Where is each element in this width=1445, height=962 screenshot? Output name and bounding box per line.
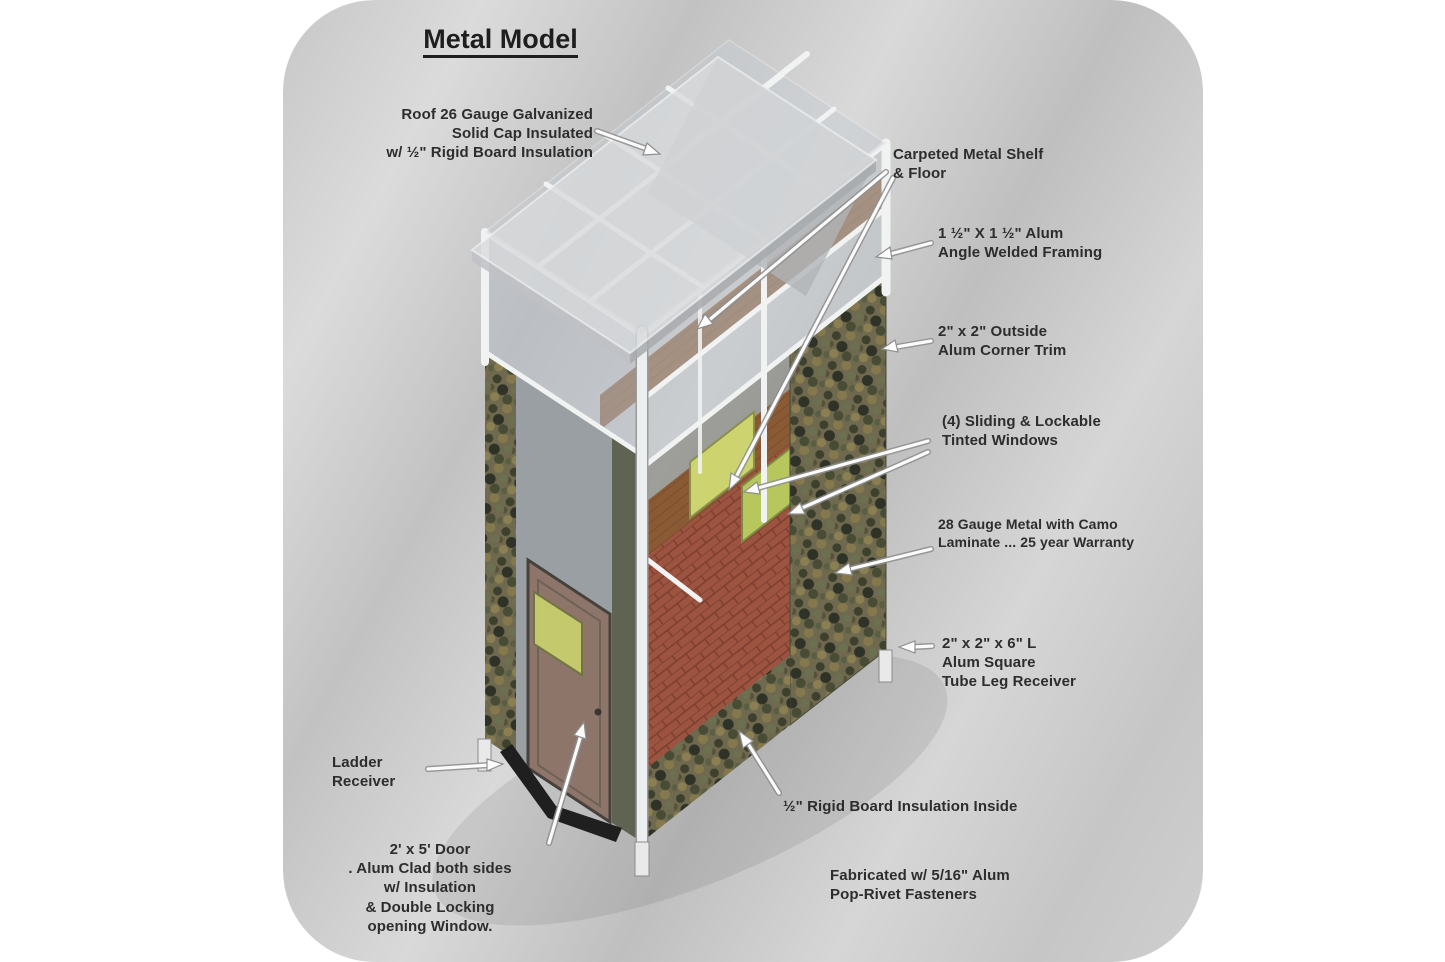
arrow-leg-receiver (897, 640, 936, 654)
leg-right (878, 649, 893, 683)
camo-strip-left-edge (485, 352, 516, 760)
arrow-roof (593, 127, 662, 156)
leg-front (634, 841, 650, 877)
dark-trim-strip (612, 436, 642, 842)
arrow-ladder (424, 758, 505, 773)
roof-cap-edge-left (472, 250, 630, 364)
arrow-window-1 (742, 437, 932, 495)
door-inner-panel (537, 578, 601, 808)
arrow-floor (728, 174, 897, 492)
ladder-receiver-bracket (500, 744, 622, 842)
door-handle (594, 708, 602, 716)
arrow-window-2 (786, 448, 932, 515)
door-opening-window (533, 590, 583, 677)
arrow-camo-metal (833, 545, 935, 576)
arrow-insulation (738, 729, 783, 797)
arrow-framing (874, 239, 935, 260)
camo-wall-bottom-strip (642, 655, 790, 842)
arrow-corner-trim (880, 337, 935, 353)
arrow-door (545, 720, 587, 847)
arrow-shelf (695, 168, 890, 331)
roof-cap-panel (470, 55, 878, 355)
roof-cap-edge-front (630, 160, 876, 364)
tinted-window-1 (689, 409, 755, 521)
